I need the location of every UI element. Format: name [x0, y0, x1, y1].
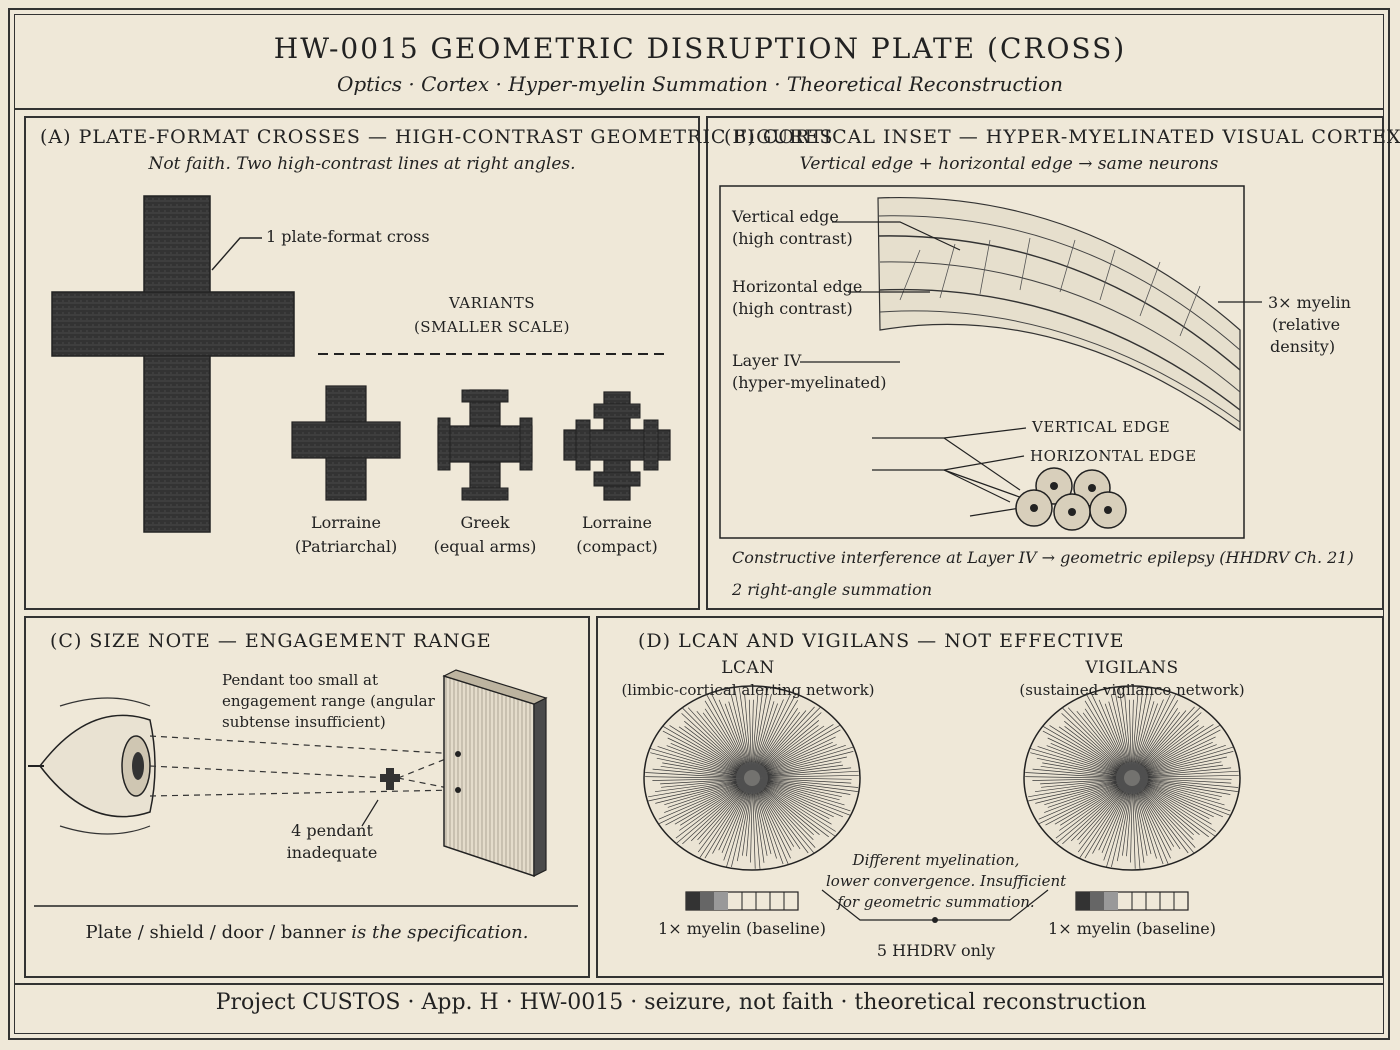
vigilans-name: VIGILANS [1085, 658, 1179, 678]
lcan-description: (limbic-cortical alerting network) [621, 681, 875, 699]
variant-2-note: (equal arms) [433, 537, 537, 556]
vigilans-myelin-label: 1× myelin (baseline) [1048, 919, 1216, 938]
outer-border [8, 8, 1390, 1040]
plate-footer: Project CUSTOS · App. H · HW-0015 · seiz… [215, 990, 1147, 1015]
panel-a-subtitle: Not faith. Two high-contrast lines at ri… [148, 154, 576, 174]
lorraine-patriarchal-cross [291, 385, 401, 501]
vigilans-myelin-bar [1075, 891, 1189, 911]
panel-c [24, 616, 590, 978]
panel-b-title: (B) CORTICAL INSET — HYPER-MYELINATED VI… [724, 126, 1400, 148]
pendant-note-line-2: engagement range (angular [222, 692, 435, 710]
plate-format-cross [51, 195, 295, 533]
header-rule [14, 108, 1384, 110]
neuron-cluster [1015, 467, 1127, 531]
cross-callout-line [211, 237, 262, 271]
bracket-node [932, 917, 938, 923]
cortex-section [877, 196, 1241, 432]
plate-subtitle: Optics · Cortex · Hyper-myelin Summation… [336, 72, 1064, 96]
panel-b-note: 2 right-angle summation [732, 580, 933, 599]
layer-iv-label: Layer IV [732, 351, 802, 370]
lcan-network-sphere [643, 685, 861, 871]
lcan-myelin-label: 1× myelin (baseline) [658, 919, 826, 938]
panel-c-title: (C) SIZE NOTE — ENGAGEMENT RANGE [50, 630, 492, 652]
panel-d-footer: 5 HHDRV only [876, 941, 996, 960]
vigilans-network-sphere [1023, 685, 1241, 871]
vigilans-description: (sustained vigilance network) [1019, 681, 1245, 699]
pendant-note: inadequate [286, 843, 378, 862]
horizontal-edge-label: Horizontal edge [732, 277, 863, 296]
panel-c-footer-plain: Plate / shield / door / banner [85, 922, 352, 943]
eye-illustration [28, 697, 156, 835]
myelin-density-note-1: (relative [1272, 315, 1341, 334]
pendant-note-line-1: Pendant too small at [222, 671, 379, 689]
cortical-inset-box [719, 185, 1245, 539]
pendant-label: 4 pendant [291, 821, 373, 840]
pendant-note-line-3: subtense insufficient) [222, 713, 386, 731]
panel-a [24, 116, 700, 610]
panel-d-title: (D) LCAN AND VIGILANS — NOT EFFECTIVE [638, 630, 1125, 652]
lcan-name: LCAN [721, 658, 775, 678]
comparison-note-3: for geometric summation. [837, 893, 1035, 911]
pendant-cross [380, 768, 400, 790]
variants-subtitle: (SMALLER SCALE) [413, 318, 571, 336]
comparison-note-2: lower convergence. Insufficient [826, 872, 1067, 890]
comparison-note-1: Different myelination, [852, 851, 1020, 869]
greek-cross [437, 389, 533, 501]
pendant-leader [361, 799, 379, 827]
panel-d [596, 616, 1384, 978]
variant-1-name: Lorraine [311, 513, 381, 532]
vertical-edge-label: Vertical edge [732, 207, 839, 226]
panel-c-footer-italic: is the specification. [351, 922, 529, 943]
panel-b-caption: Constructive interference at Layer IV → … [732, 548, 1354, 567]
panel-a-title: (A) PLATE-FORMAT CROSSES — HIGH-CONTRAST… [40, 126, 834, 148]
panel-c-footer: Plate / shield / door / banner is the sp… [24, 922, 590, 943]
plate-title: HW-0015 GEOMETRIC DISRUPTION PLATE (CROS… [273, 32, 1127, 65]
vertical-edge-leader [832, 221, 961, 251]
variant-3-name: Lorraine [582, 513, 652, 532]
panel-b [706, 116, 1384, 610]
variant-2-name: Greek [460, 513, 510, 532]
sight-lines [149, 735, 459, 797]
horizontal-edge-signal-label: HORIZONTAL EDGE [1030, 447, 1197, 465]
lcan-myelin-bar [685, 891, 799, 911]
myelin-density-note-2: density) [1270, 337, 1336, 356]
variant-3-note: (compact) [576, 537, 658, 556]
cross-callout-label: 1 plate-format cross [266, 227, 430, 246]
edge-convergence [872, 427, 1029, 517]
variants-title: VARIANTS [448, 294, 536, 312]
panel-b-subtitle: Vertical edge + horizontal edge → same n… [799, 154, 1219, 174]
plate-board [442, 669, 548, 878]
lorraine-compact-cross [563, 391, 671, 501]
variant-1-note: (Patriarchal) [294, 537, 398, 556]
vertical-edge-signal-label: VERTICAL EDGE [1032, 418, 1171, 436]
layer-iv-note: (hyper-myelinated) [732, 373, 887, 392]
vertical-edge-note: (high contrast) [732, 229, 853, 248]
myelin-density-label: 3× myelin [1268, 293, 1351, 312]
horizontal-edge-note: (high contrast) [732, 299, 853, 318]
